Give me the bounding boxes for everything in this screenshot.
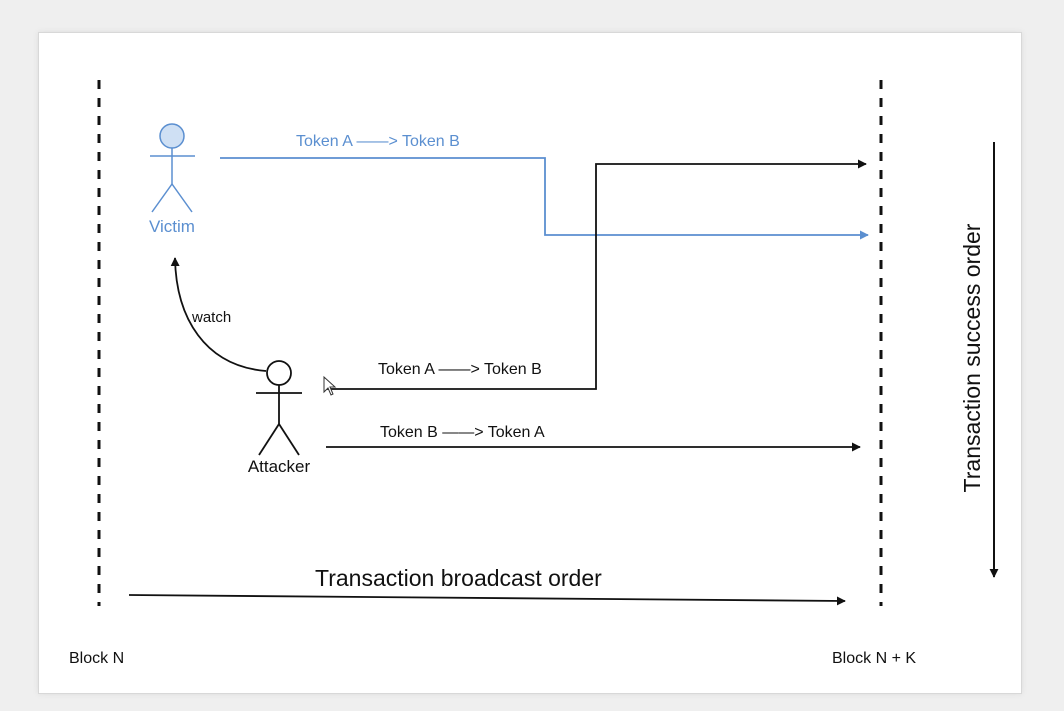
victim-transaction-label: Token A ——> Token B: [296, 133, 460, 150]
attacker-label: Attacker: [248, 457, 311, 476]
mouse-cursor-icon: [323, 375, 337, 396]
attacker-backrun-label: Token B ——> Token A: [380, 424, 545, 441]
block-n-label: Block N: [69, 650, 124, 667]
broadcast-order-label: Transaction broadcast order: [315, 565, 602, 591]
diagram-canvas: [38, 32, 1022, 694]
watch-label: watch: [191, 309, 231, 326]
victim-transaction-edge: [220, 157, 869, 240]
broadcast-order-arrow: [128, 594, 846, 606]
attacker-frontrun-label: Token A ——> Token B: [378, 361, 542, 378]
block-n-plus-k-label: Block N + K: [832, 650, 916, 667]
attacker-frontrun-edge: [325, 159, 867, 390]
attacker-actor-icon: [256, 360, 302, 456]
victim-label: Victim: [149, 217, 195, 236]
victim-actor-icon: [150, 123, 195, 213]
success-order-label: Transaction success order: [959, 223, 985, 492]
watch-edge: [170, 257, 267, 372]
